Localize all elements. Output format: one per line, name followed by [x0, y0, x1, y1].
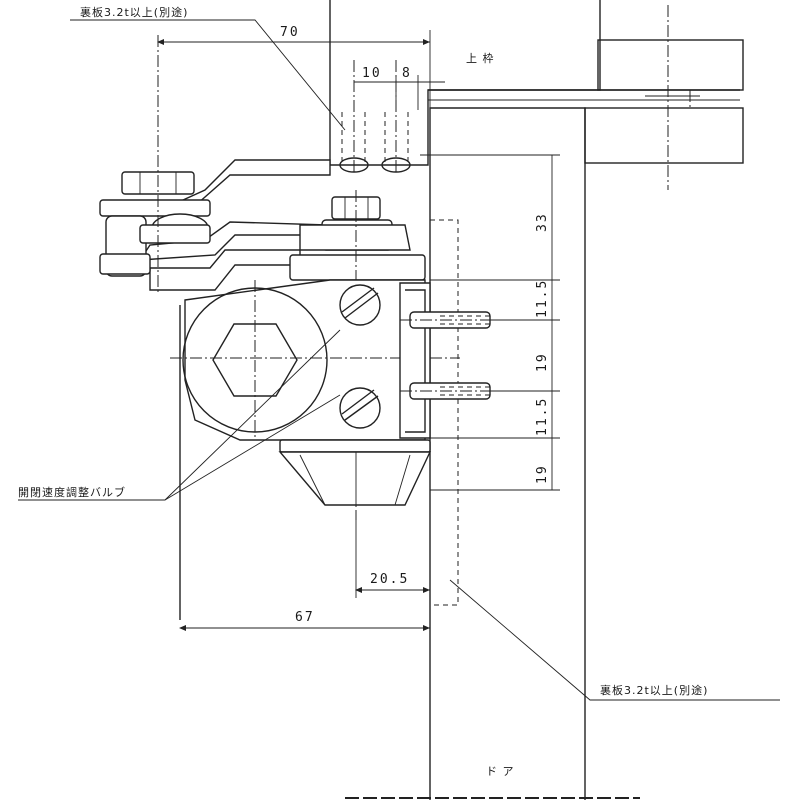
closer-body: [170, 279, 500, 620]
dim-11-5-a: 11.5: [535, 279, 550, 318]
dim-20-5: 20.5: [370, 572, 409, 587]
dim-19-a: 19: [535, 352, 550, 372]
top-plate-note: 裏板3.2t以上(別途): [80, 5, 188, 19]
dim-67: 67: [295, 610, 315, 625]
upper-frame-label: 上 枠: [466, 51, 495, 65]
upper-frame: [329, 0, 744, 190]
valve-note: 開閉速度調整バルブ: [18, 485, 126, 499]
dim-70: 70: [280, 25, 300, 40]
dimension-lines: [18, 19, 780, 701]
dim-33: 33: [535, 212, 550, 232]
dim-11-5-b: 11.5: [535, 397, 550, 436]
door: [345, 107, 640, 800]
arm-assembly: [99, 35, 332, 295]
door-plate-note: 裏板3.2t以上(別途): [600, 683, 708, 697]
door-label: ド ア: [486, 765, 515, 778]
dim-10: 10: [362, 66, 382, 81]
dim-19-b: 19: [535, 464, 550, 484]
dim-8: 8: [402, 66, 412, 81]
upper-screws: [339, 60, 411, 173]
